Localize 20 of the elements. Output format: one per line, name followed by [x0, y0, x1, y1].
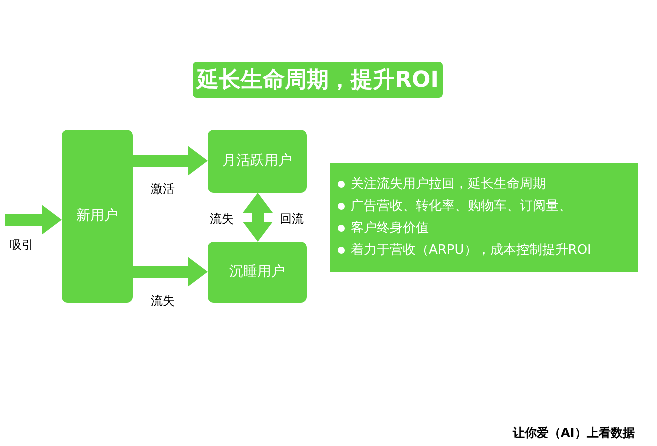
node-label: 新用户 — [76, 207, 118, 226]
process-box — [208, 242, 307, 303]
bullet-panel — [330, 163, 638, 272]
edge-label: 流失 — [210, 210, 234, 228]
arrow — [243, 193, 273, 242]
edge-label: 激活 — [151, 180, 175, 198]
node-label: 月活跃用户 — [222, 152, 292, 171]
arrow — [133, 257, 208, 287]
arrow — [133, 146, 208, 176]
edge-label: 流失 — [151, 292, 175, 310]
arrow — [5, 205, 62, 235]
bullet-text: 着力于营收（ARPU），成本控制提升ROI — [351, 242, 592, 259]
title-banner: 延长生命周期，提升ROI — [193, 62, 443, 98]
process-box — [208, 130, 307, 193]
slogan: 让你爱（AI）上看数据 — [513, 425, 635, 442]
bullet-text: 广告营收、转化率、购物车、订阅量、 — [351, 198, 572, 215]
bullet-text: 关注流失用户拉回，延长生命周期 — [351, 176, 546, 193]
bullet-text: 客户终身价值 — [351, 220, 429, 237]
process-box — [62, 130, 133, 303]
node-label: 沉睡用户 — [230, 263, 286, 282]
